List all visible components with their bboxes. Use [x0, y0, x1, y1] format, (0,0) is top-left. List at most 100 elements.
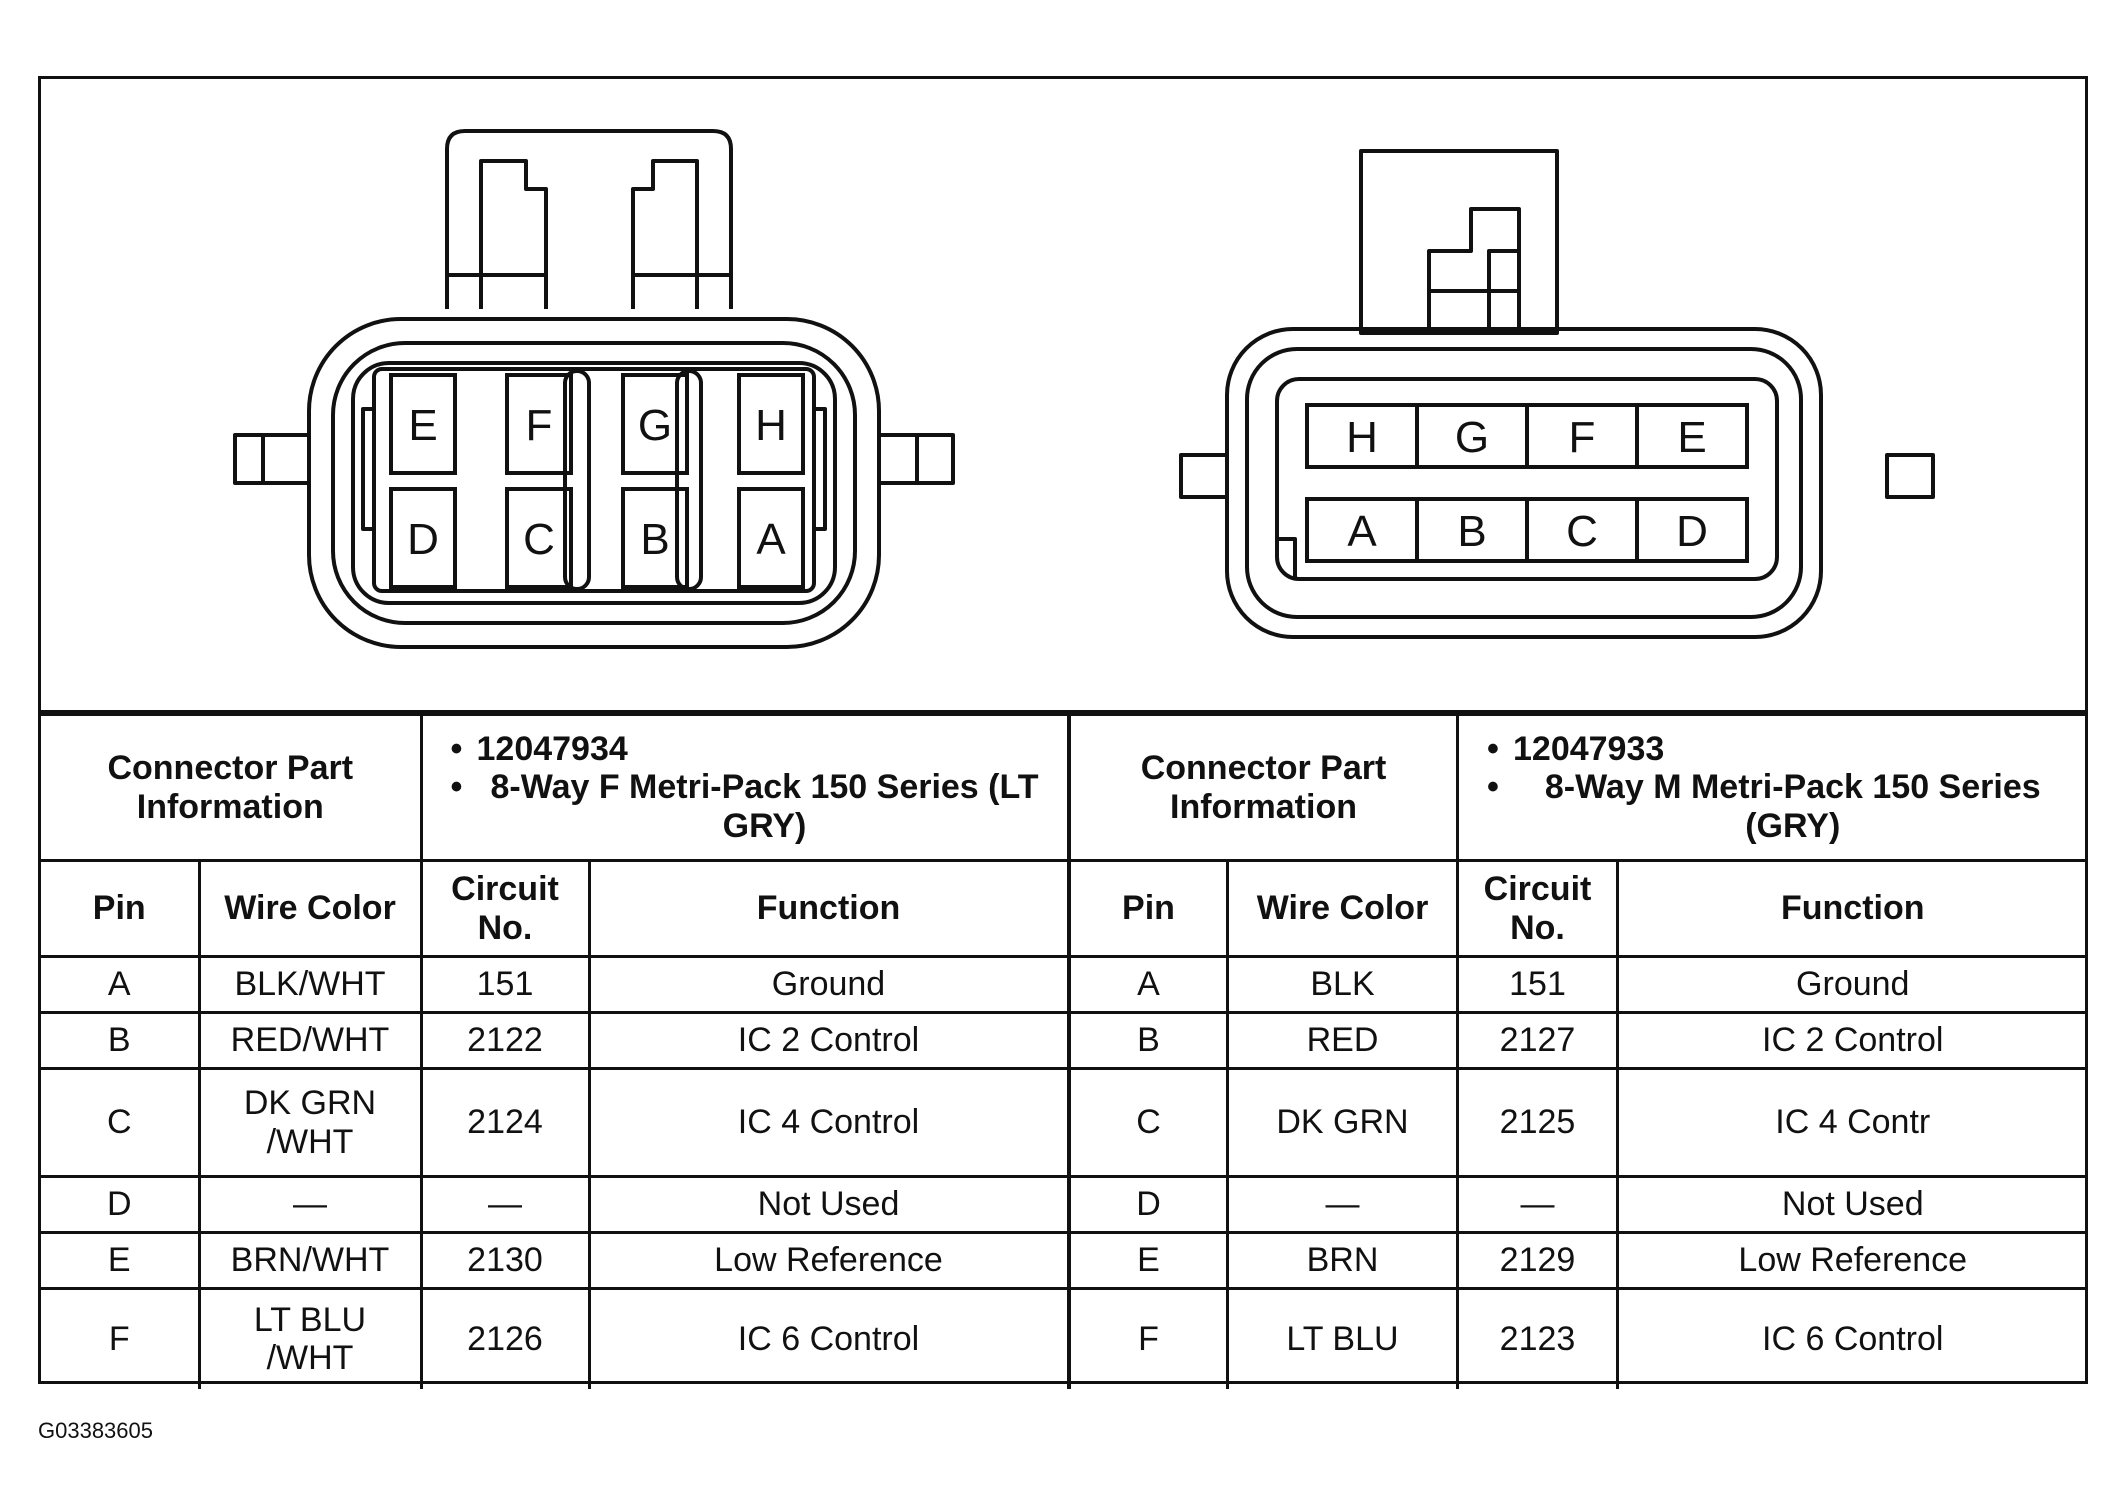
connector-part-details: •12047934• 8-Way F Metri-Pack 150 Series …	[419, 713, 1070, 862]
part-info-line: • 8-Way M Metri-Pack 150 Series (GRY)	[1473, 768, 2073, 844]
pin-cell: C	[1068, 1067, 1229, 1178]
pin-header: Pin	[1068, 859, 1229, 958]
function-header: Function	[587, 859, 1070, 958]
function-cell: Ground	[587, 955, 1070, 1014]
pin-cell: C	[41, 1067, 201, 1178]
circuit-no-cell: 151	[1456, 955, 1619, 1014]
pin-cell: F	[1068, 1287, 1229, 1389]
pin-cell: D	[1068, 1175, 1229, 1234]
left-pin-c-box	[505, 487, 573, 589]
part-info-text: 12047933	[1513, 730, 1665, 769]
left-pin-c: C	[505, 487, 573, 589]
function-cell: Low Reference	[1615, 1231, 2087, 1290]
left-pin-h: H	[737, 373, 805, 475]
right-pin-b-label: B	[1457, 507, 1486, 556]
part-info-line: •12047934	[437, 730, 1053, 768]
part-info-row: Connector Part Information •12047934• 8-Wa…	[41, 713, 1070, 862]
circuit-no-cell: 2125	[1456, 1067, 1619, 1178]
pin-cell: A	[41, 955, 201, 1014]
bullet-mark: •	[1487, 768, 1499, 807]
left-pin-b: B	[621, 487, 689, 589]
function-cell: IC 2 Control	[587, 1011, 1070, 1070]
circuit-no-cell: 2130	[419, 1231, 591, 1290]
wire-color-cell: RED	[1226, 1011, 1459, 1070]
right-pinout-table: Connector Part Information • 12047933 • 8-Wa…	[1068, 713, 2087, 1389]
wire-color-cell: DK GRN	[1226, 1067, 1459, 1178]
pin-cell: D	[41, 1175, 201, 1234]
part-info-text: 8-Way M Metri-Pack 150 Series (GRY)	[1544, 768, 2041, 845]
left-pin-f-box	[505, 373, 573, 475]
function-cell: IC 4 Contr	[1615, 1067, 2087, 1178]
left-pin-a-box	[737, 487, 805, 589]
circuit-no-cell: 2126	[419, 1287, 591, 1389]
circuit-no-header: Circuit No.	[419, 859, 591, 958]
pin-cell: B	[41, 1011, 201, 1070]
left-pin-d: D	[389, 487, 457, 589]
table-row: D——Not Used	[1068, 1175, 2087, 1234]
left-pin-d-box	[389, 487, 457, 589]
wire-color-cell: DK GRN /WHT	[197, 1067, 423, 1178]
connector-part-label: Connector Part Information	[1068, 713, 1459, 862]
table-row: D——Not Used	[41, 1175, 1070, 1234]
right-pin-f-label: F	[1569, 413, 1596, 462]
function-cell: Low Reference	[587, 1231, 1070, 1290]
part-info-text: 8-Way F Metri-Pack 150 Series (LT GRY)	[490, 768, 1039, 845]
right-pin-e: E	[1635, 403, 1749, 469]
part-info-line: • 12047933	[1473, 730, 2073, 768]
right-pin-a-label: A	[1347, 507, 1377, 556]
pinout-tables: Connector Part Information•12047934•8-Wa…	[41, 713, 2087, 1389]
right-connector-drawing	[1179, 149, 1935, 639]
right-pin-d-box	[1635, 497, 1749, 563]
wire-color-cell: LT BLU /WHT	[197, 1287, 423, 1389]
left-pin-g: G	[621, 373, 689, 475]
right-pin-g: G	[1415, 403, 1529, 469]
bullet-mark: •	[1487, 730, 1499, 769]
left-pin-h-label: H	[755, 401, 787, 450]
wire-color-cell: BLK/WHT	[197, 955, 423, 1014]
circuit-no-cell: —	[1456, 1175, 1619, 1234]
right-pin-f: F	[1525, 403, 1639, 469]
left-pin-b-box	[621, 487, 689, 589]
wire-color-cell: RED/WHT	[197, 1011, 423, 1070]
circuit-no-cell: 2122	[419, 1011, 591, 1070]
right-pin-c-label: C	[1566, 507, 1598, 556]
left-pin-e: E	[389, 373, 457, 475]
wire-color-cell: BLK	[1226, 955, 1459, 1014]
wire-color-cell: BRN	[1226, 1231, 1459, 1290]
right-pin-a: A	[1305, 497, 1419, 563]
part-info-row: Connector Part Information • 12047933 • 8-Wa…	[1068, 713, 2087, 862]
part-info-text: 12047934	[476, 730, 628, 769]
circuit-no-cell: 2123	[1456, 1287, 1619, 1389]
left-pin-g-box	[621, 373, 689, 475]
pin-cell: E	[41, 1231, 201, 1290]
pin-header: Pin	[41, 859, 201, 958]
figure-id: G03383605	[38, 1418, 153, 1443]
left-pin-a: A	[737, 487, 805, 589]
function-cell: Ground	[1615, 955, 2087, 1014]
circuit-no-header: Circuit No.	[1456, 859, 1619, 958]
left-pin-e-label: E	[408, 401, 437, 450]
pin-cell: B	[1068, 1011, 1229, 1070]
bullet-mark: •	[450, 768, 463, 807]
left-pin-g-label: G	[638, 401, 672, 450]
function-header: Function	[1615, 859, 2087, 958]
left-pin-h-box	[737, 373, 805, 475]
right-pin-d: D	[1635, 497, 1749, 563]
connector-part-label: Connector Part Information	[41, 713, 423, 862]
function-cell: IC 6 Control	[587, 1287, 1070, 1389]
right-pin-e-label: E	[1677, 413, 1706, 462]
left-pin-b-label: B	[640, 515, 669, 564]
function-cell: IC 2 Control	[1615, 1011, 2087, 1070]
wire-color-cell: —	[1226, 1175, 1459, 1234]
function-cell: IC 6 Control	[1615, 1287, 2087, 1389]
